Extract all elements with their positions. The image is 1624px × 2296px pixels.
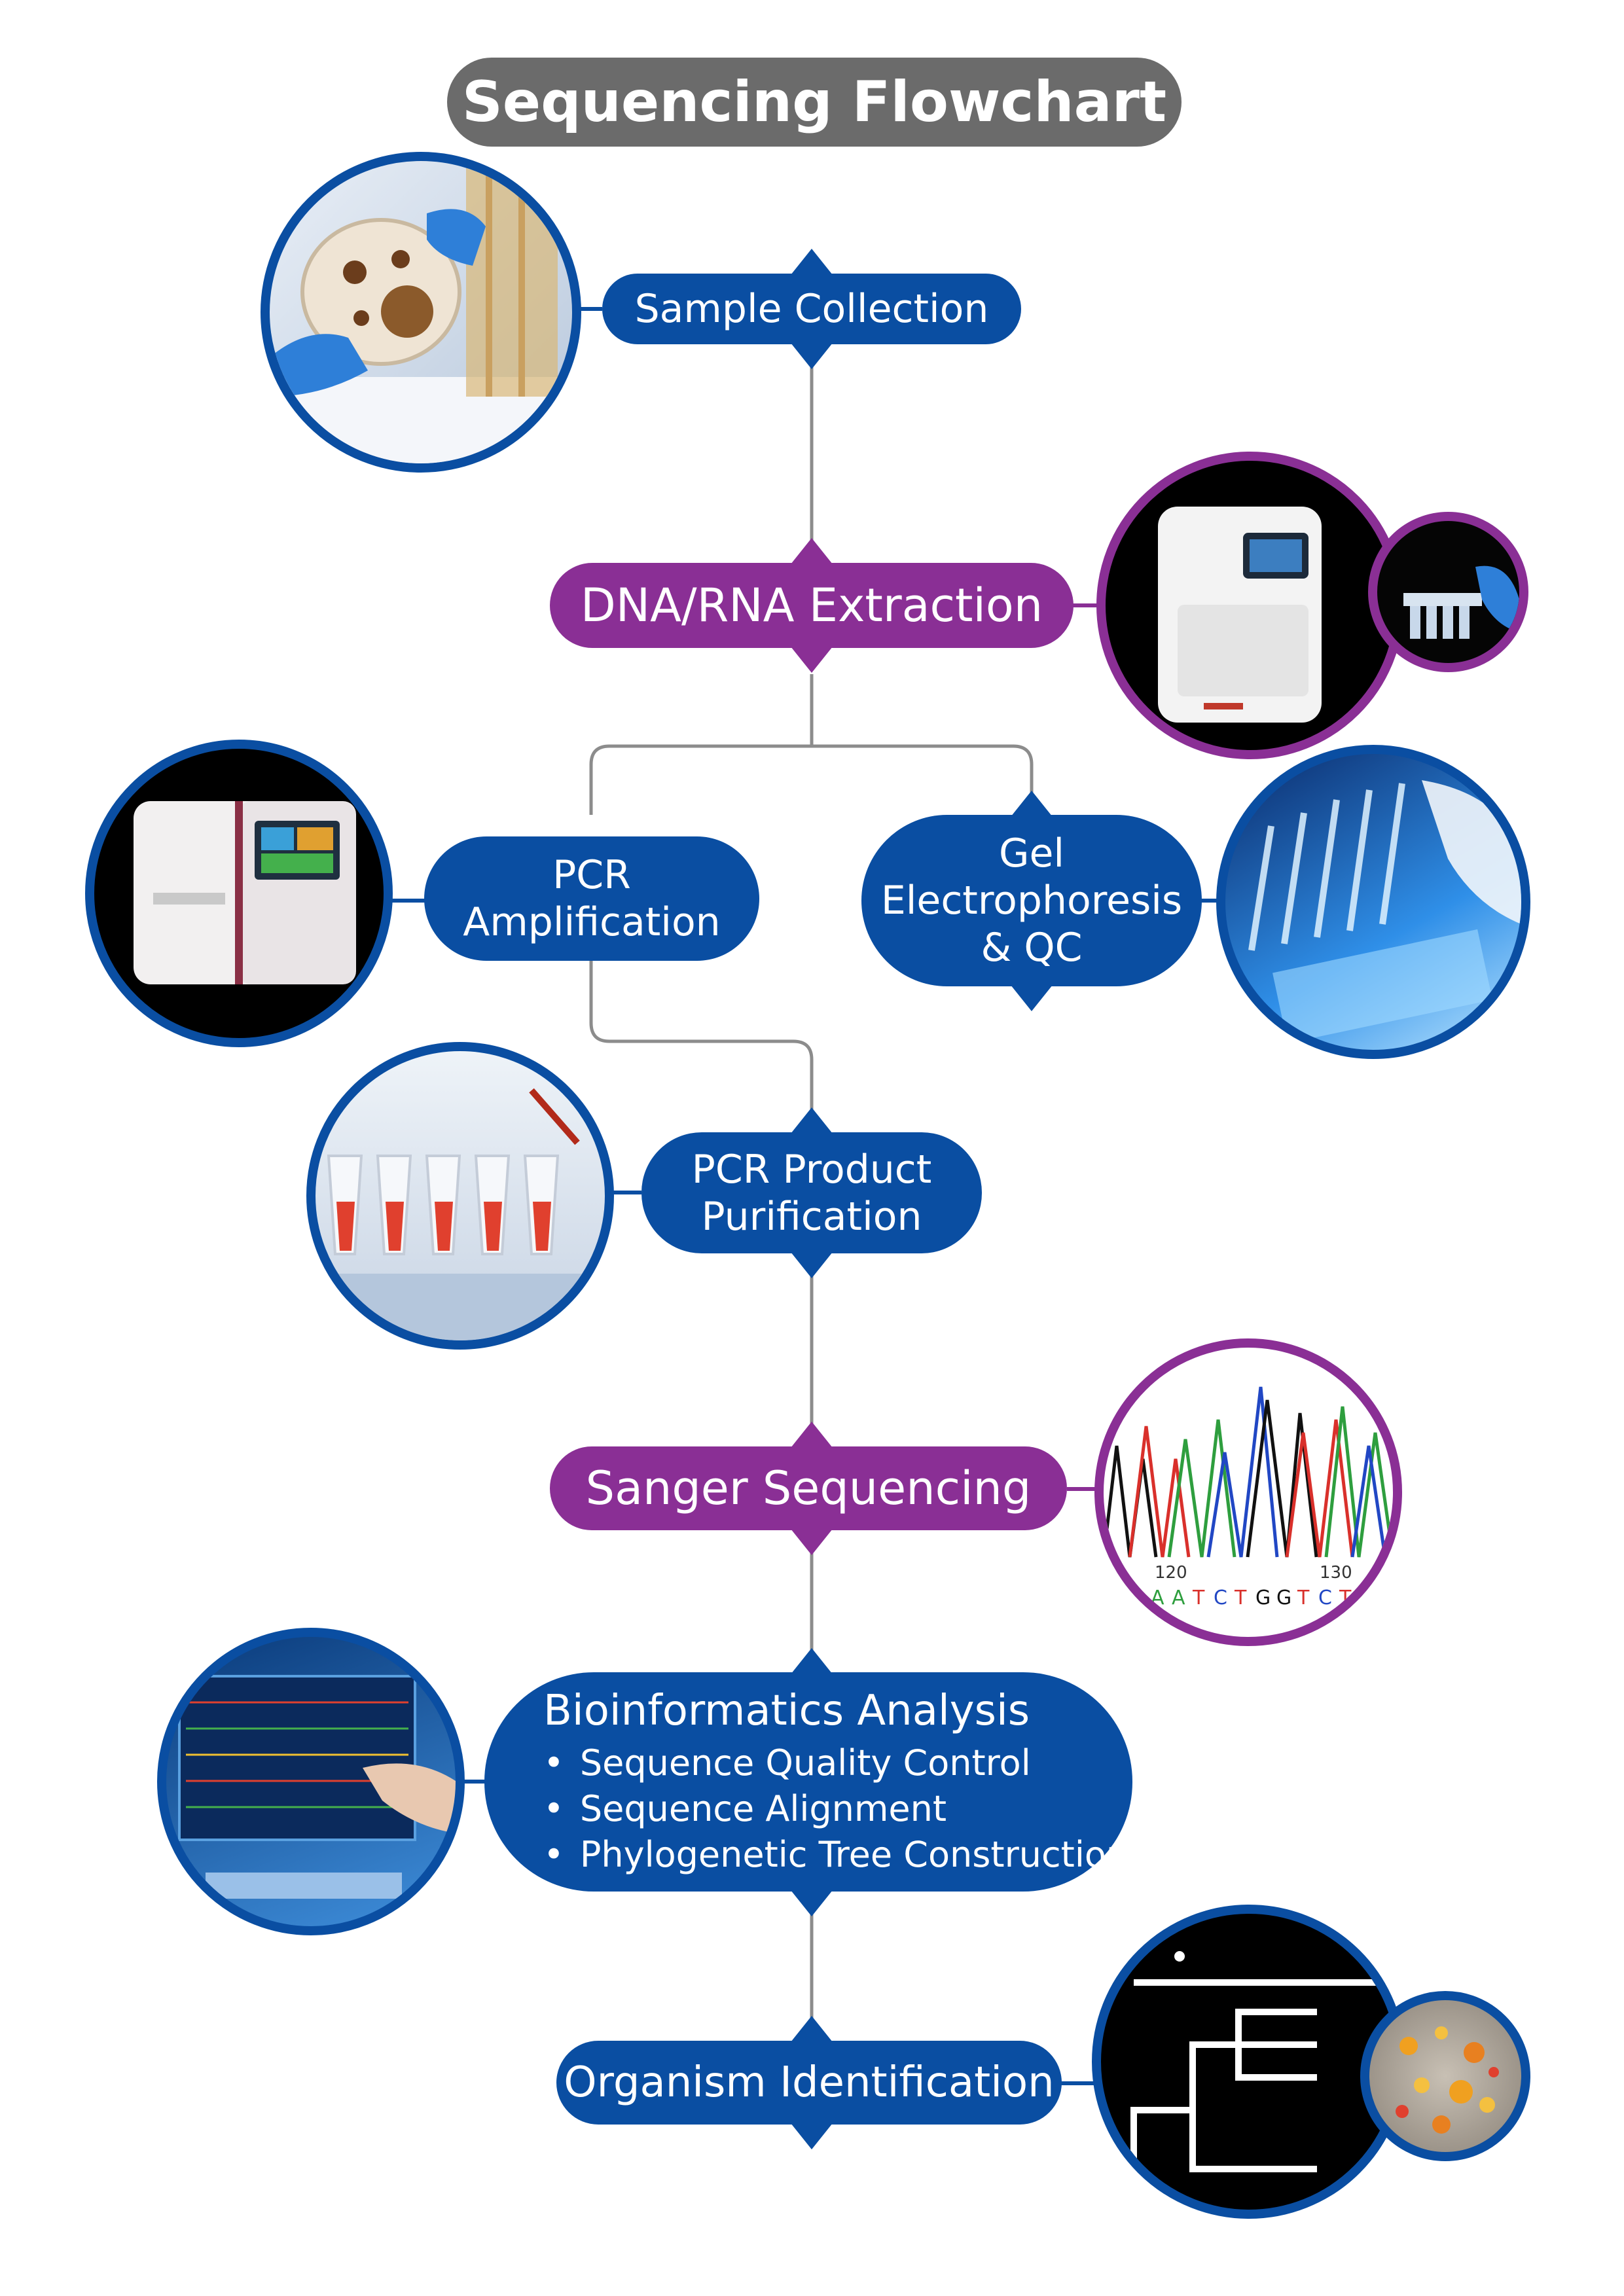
pcr-instrument-photo bbox=[85, 740, 393, 1047]
chromatogram-base: G bbox=[1255, 1587, 1271, 1609]
tube-strip-icon bbox=[1403, 565, 1519, 639]
gel-electrophoresis-icon bbox=[1248, 780, 1521, 1044]
chromatogram-traces bbox=[1104, 1386, 1393, 1558]
sample-collection-photo bbox=[261, 152, 581, 473]
phylogenetic-tree-photo bbox=[1092, 1905, 1406, 2219]
step-pcr-product-purification: PCR Product Purification bbox=[641, 1132, 982, 1253]
chromatogram-tick-label: 130 bbox=[1320, 1563, 1352, 1583]
step-bioinformatics-title: Bioinformatics Analysis bbox=[543, 1686, 1030, 1735]
node-arrow-top bbox=[791, 538, 833, 564]
petri-dish-icon bbox=[270, 161, 572, 463]
node-arrow-bottom bbox=[791, 1252, 833, 1278]
node-arrow-bottom bbox=[791, 1890, 833, 1916]
chromatogram-base: T bbox=[1339, 1587, 1352, 1609]
connector-pcr-purification bbox=[589, 960, 814, 1132]
node-arrow-top bbox=[791, 1648, 833, 1674]
connector-branch bbox=[589, 744, 1034, 815]
chromatogram-base: G bbox=[1276, 1587, 1291, 1609]
step-bioinformatics-analysis: Bioinformatics Analysis Sequence Quality… bbox=[484, 1672, 1132, 1892]
step-gel-electrophoresis: Gel Electrophoresis & QC bbox=[861, 815, 1202, 986]
gel-photo bbox=[1216, 745, 1530, 1059]
node-arrow-top bbox=[791, 2016, 833, 2042]
pcr-tubes-icon bbox=[316, 1088, 605, 1340]
tube-strip-photo bbox=[1368, 512, 1528, 672]
chromatogram-base: T bbox=[1234, 1587, 1247, 1609]
list-item: Phylogenetic Tree Construction bbox=[543, 1832, 1128, 1878]
bioinformatics-list: Sequence Quality Control Sequence Alignm… bbox=[543, 1740, 1128, 1878]
thermal-cycler-icon bbox=[134, 801, 356, 984]
purification-photo bbox=[306, 1042, 614, 1350]
chromatogram-base: A bbox=[1151, 1587, 1164, 1609]
monitor-data-icon bbox=[178, 1675, 456, 1899]
step-dna-rna-extraction: DNA/RNA Extraction bbox=[550, 563, 1074, 648]
list-item: Sequence Quality Control bbox=[543, 1740, 1128, 1786]
list-item: Sequence Alignment bbox=[543, 1786, 1128, 1832]
step-sample-collection: Sample Collection bbox=[602, 274, 1021, 344]
chromatogram-base: A bbox=[1172, 1587, 1185, 1609]
step-gel-line2: Electrophoresis bbox=[880, 878, 1183, 924]
extraction-instrument-photo bbox=[1096, 452, 1404, 759]
bacterial-colonies-icon bbox=[1396, 2026, 1499, 2134]
step-pcr-line2: Amplification bbox=[463, 899, 721, 945]
chromatogram-base: C bbox=[1214, 1587, 1227, 1609]
node-arrow-bottom bbox=[791, 343, 833, 369]
node-arrow-bottom bbox=[791, 1529, 833, 1555]
node-arrow-top bbox=[791, 1107, 833, 1134]
step-gel-line1: Gel bbox=[998, 831, 1065, 876]
node-arrow-bottom bbox=[791, 647, 833, 673]
chromatogram-tick-label: 120 bbox=[1155, 1563, 1187, 1583]
step-purification-line2: Purification bbox=[701, 1193, 922, 1240]
node-arrow-top bbox=[1011, 791, 1053, 817]
step-sanger-sequencing: Sanger Sequencing bbox=[550, 1446, 1067, 1530]
page-title: Sequencing Flowchart bbox=[447, 58, 1182, 147]
step-purification-line1: PCR Product bbox=[691, 1146, 932, 1193]
step-pcr-amplification: PCR Amplification bbox=[424, 836, 759, 961]
step-pcr-line1: PCR bbox=[552, 852, 631, 898]
node-arrow-bottom bbox=[791, 2123, 833, 2149]
colonies-photo bbox=[1360, 1991, 1530, 2161]
node-arrow-bottom bbox=[1011, 985, 1053, 1011]
chromatogram-base: T bbox=[1192, 1587, 1205, 1609]
bioinformatics-photo bbox=[157, 1628, 465, 1935]
step-organism-identification: Organism Identification bbox=[556, 2041, 1062, 2125]
step-gel-line3: & QC bbox=[981, 925, 1083, 971]
phylogenetic-tree-icon bbox=[1130, 1951, 1397, 2189]
chromatogram-base: C bbox=[1318, 1587, 1332, 1609]
node-arrow-top bbox=[791, 1422, 833, 1448]
extraction-instrument-icon bbox=[1158, 507, 1322, 723]
node-arrow-top bbox=[791, 249, 833, 275]
chromatogram-base: T bbox=[1297, 1587, 1310, 1609]
